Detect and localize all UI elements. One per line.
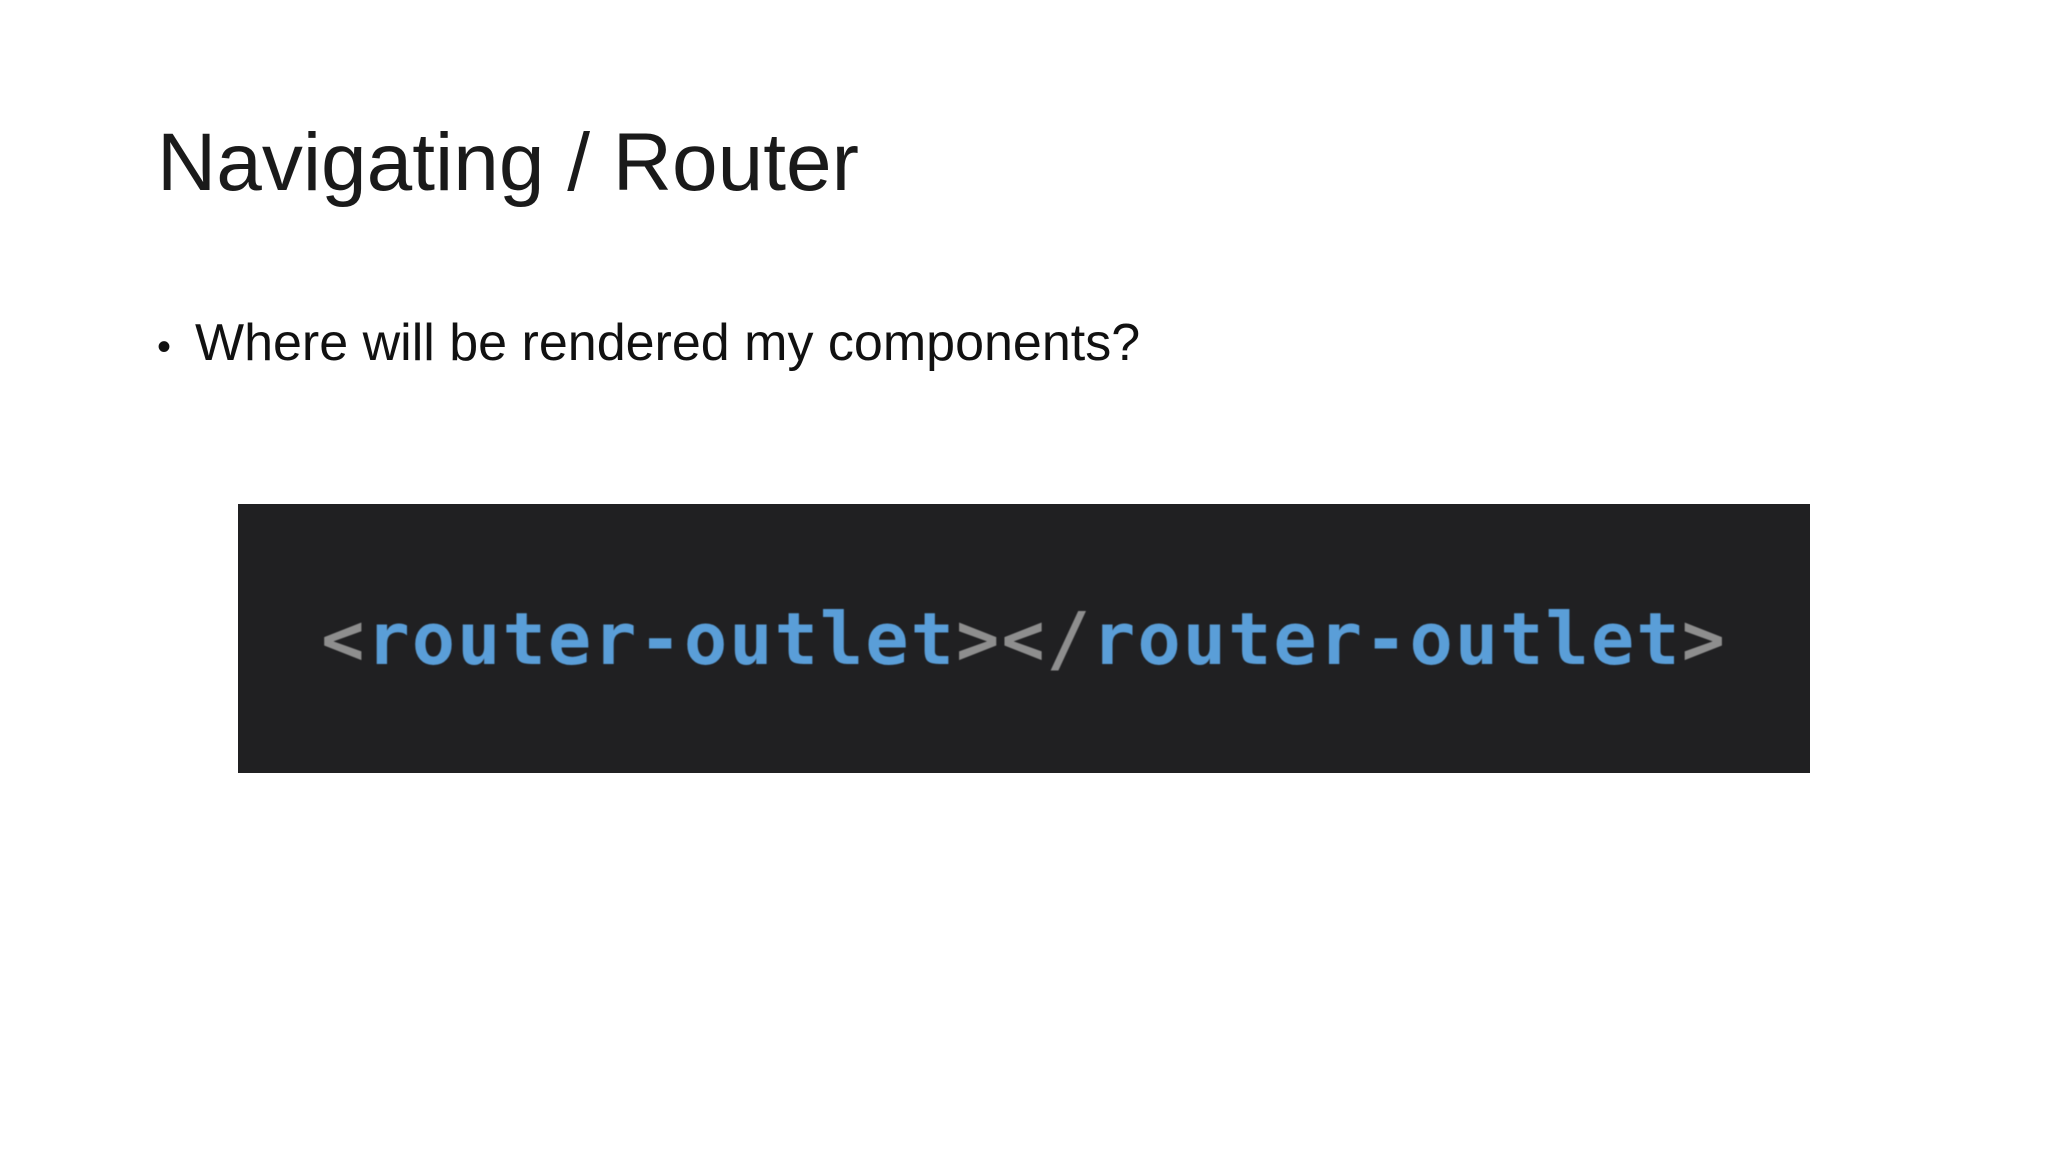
code-snippet-image: <router-outlet></router-outlet> <box>238 504 1810 773</box>
slide-title: Navigating / Router <box>157 117 859 208</box>
code-open-bracket: < <box>321 596 367 681</box>
code-line: <router-outlet></router-outlet> <box>321 597 1727 681</box>
bullet-list: • Where will be rendered my components? <box>157 312 1140 374</box>
code-close-open-bracket: </ <box>1001 596 1093 681</box>
code-close-bracket: > <box>1681 596 1727 681</box>
code-close-tag-name: router-outlet <box>1092 596 1682 681</box>
bullet-item: • Where will be rendered my components? <box>157 312 1140 374</box>
bullet-text: Where will be rendered my components? <box>195 314 1141 372</box>
code-open-tag-name: router-outlet <box>366 596 956 681</box>
bullet-dot-icon: • <box>157 325 172 369</box>
code-open-close-bracket: > <box>955 596 1002 681</box>
